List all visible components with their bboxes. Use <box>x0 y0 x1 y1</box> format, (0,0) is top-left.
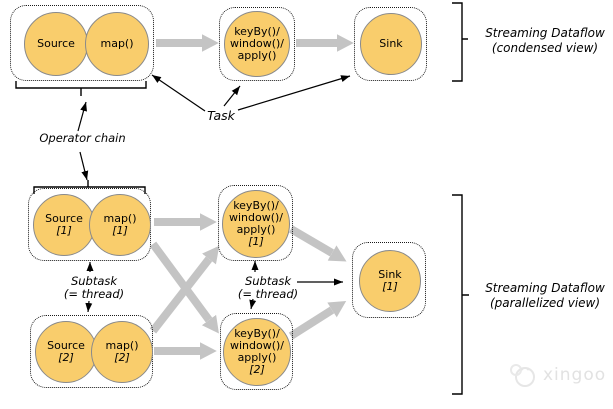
subtask-right-line2: (= thread) <box>237 286 299 301</box>
source1-label: Source <box>45 212 83 225</box>
watermark: xingoo <box>508 362 606 388</box>
sink-node: Sink <box>360 13 422 75</box>
arrow-keyby2-to-sink1 <box>288 301 347 340</box>
keyby2-node: keyBy()/ window()/ apply() [2] <box>223 318 291 386</box>
task-arrow-to-sink <box>237 75 351 111</box>
map1-node: map() [1] <box>89 194 151 256</box>
map2-index: [2] <box>114 351 130 364</box>
map1-index: [1] <box>112 224 128 237</box>
keyby1-index: [1] <box>248 235 264 248</box>
keyby2-line3: apply() <box>237 351 277 364</box>
condensed-view-label-line1: Streaming Dataflow <box>485 26 605 40</box>
parallelized-view-label-line2: (parallelized view) <box>489 295 601 310</box>
keyby1-line2: window()/ <box>228 211 284 224</box>
source2-node: Source [2] <box>35 321 97 383</box>
map2-label: map() <box>105 339 139 352</box>
keyby-label-line2: window()/ <box>229 37 285 50</box>
annotation-arrows <box>77 74 351 313</box>
condensed-view-bracket <box>452 2 468 82</box>
task-arrow-to-keyby <box>223 85 241 107</box>
condensed-view-label: Streaming Dataflow (condensed view) <box>478 26 612 55</box>
subtask-left-line1: Subtask <box>70 274 118 288</box>
subtask-left-arrow-down <box>85 300 93 313</box>
condensed-sink-box: Sink <box>354 7 427 81</box>
task-arrow-to-chain <box>151 74 206 112</box>
parallel-keyby2-box: keyBy()/ window()/ apply() [2] <box>220 313 293 390</box>
keyby2-index: [2] <box>249 363 265 376</box>
gray-dataflow-arrows <box>149 34 354 360</box>
source2-index: [2] <box>58 351 74 364</box>
subtask-right-line1: Subtask <box>244 274 292 288</box>
sink-label: Sink <box>379 37 403 50</box>
source1-node: Source [1] <box>33 194 95 256</box>
parallelized-view-label-line1: Streaming Dataflow <box>485 281 605 295</box>
keyby-label-line3: apply() <box>237 49 277 62</box>
arrow-chain2-to-keyby1 <box>149 245 220 334</box>
task-label: Task <box>207 108 235 123</box>
operator-chain-arrow-down <box>79 151 89 181</box>
sink1-index: [1] <box>382 280 398 293</box>
subtask-right-label: Subtask (= thread) <box>218 275 318 300</box>
map2-node: map() [2] <box>91 321 153 383</box>
watermark-text: xingoo <box>543 365 607 385</box>
map-label: map() <box>100 37 134 50</box>
map1-label: map() <box>103 212 137 225</box>
condensed-view-label-line2: (condensed view) <box>491 40 599 55</box>
keyby1-line1: keyBy()/ <box>233 199 279 212</box>
map-node: map() <box>85 12 149 76</box>
arrow-keyby1-to-sink1 <box>288 225 347 262</box>
parallel-sink1-box: Sink [1] <box>352 242 426 318</box>
parallel-chain1-box: Source [1] map() [1] <box>28 188 151 261</box>
parallel-keyby1-box: keyBy()/ window()/ apply() [1] <box>218 185 293 261</box>
keyby2-line1: keyBy()/ <box>234 327 280 340</box>
watermark-logo-icon <box>510 364 535 387</box>
keyby1-line3: apply() <box>236 223 276 236</box>
condensed-operator-chain-box: Source map() <box>10 5 154 81</box>
subtask-right-arrow-down <box>249 298 257 310</box>
condensed-keyby-box: keyBy()/ window()/ apply() <box>219 7 295 81</box>
subtask-left-line2: (= thread) <box>63 286 125 301</box>
keyby2-line2: window()/ <box>229 339 285 352</box>
arrow-chain1-to-keyby2 <box>149 241 219 334</box>
parallelized-view-bracket <box>452 194 469 395</box>
operator-chain-label: Operator chain <box>39 131 126 145</box>
source2-label: Source <box>47 339 85 352</box>
keyby-label-line1: keyBy()/ <box>234 25 280 38</box>
operator-chain-arrow-up <box>77 101 87 132</box>
keyby-node: keyBy()/ window()/ apply() <box>224 11 290 77</box>
subtask-left-label: Subtask (= thread) <box>44 275 144 300</box>
parallel-chain2-box: Source [2] map() [2] <box>30 315 153 388</box>
operator-chain-underbrace <box>15 81 147 96</box>
source-node: Source <box>24 12 88 76</box>
parallelized-view-label: Streaming Dataflow (parallelized view) <box>478 281 612 310</box>
source1-index: [1] <box>56 224 72 237</box>
sink1-label: Sink <box>378 268 402 281</box>
keyby1-node: keyBy()/ window()/ apply() [1] <box>222 190 290 258</box>
sink1-node: Sink [1] <box>359 250 421 312</box>
source-label: Source <box>37 37 75 50</box>
